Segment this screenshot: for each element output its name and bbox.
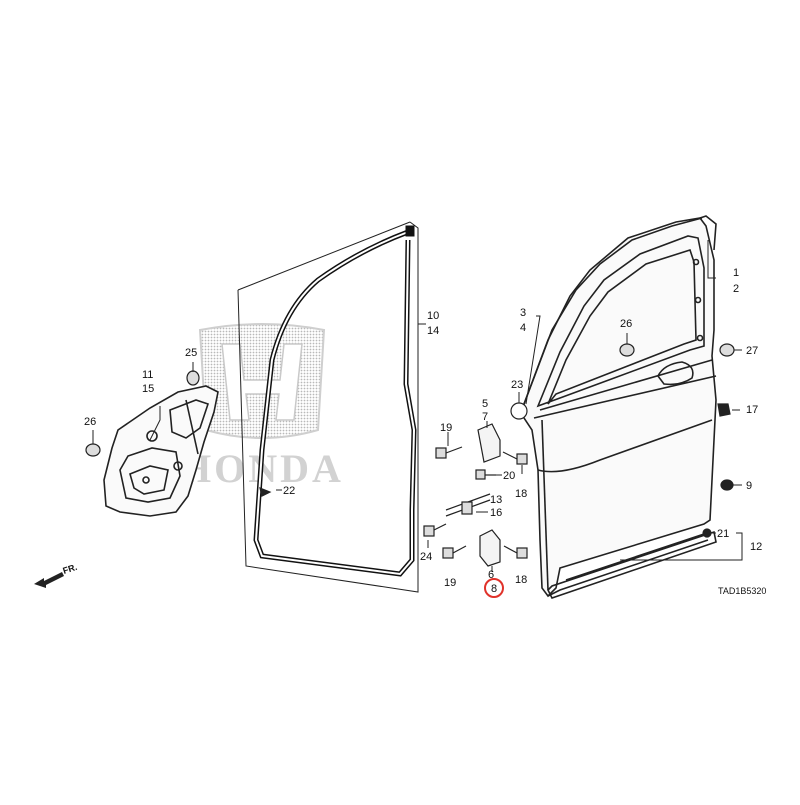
weatherstrip-box — [237, 221, 419, 593]
callout-23: 23 — [511, 379, 523, 391]
highlighted-part-8[interactable]: 8 — [484, 578, 504, 598]
callout-19-top: 19 — [440, 422, 452, 434]
front-direction-indicator: FR. — [34, 562, 78, 588]
callout-24: 24 — [420, 551, 432, 563]
callout-22: 22 — [283, 485, 295, 497]
door-weatherstrip — [253, 225, 417, 577]
fasteners-and-parts — [85, 343, 735, 567]
callout-14: 14 — [427, 325, 439, 337]
callout-18-top: 18 — [515, 488, 527, 500]
callout-8[interactable]: 8 — [491, 583, 497, 595]
callout-13: 13 — [490, 494, 502, 506]
callout-12: 12 — [750, 541, 762, 553]
callout-25: 25 — [185, 347, 197, 359]
callout-27: 27 — [746, 345, 758, 357]
callout-2: 2 — [733, 283, 739, 295]
inner-door-panel — [103, 385, 219, 517]
callout-6: 6 — [488, 569, 494, 581]
front-arrow-icon — [34, 572, 64, 588]
callout-4: 4 — [520, 322, 526, 334]
callout-labels: 1 2 3 4 5 7 17 9 27 26 23 10 14 11 15 25… — [84, 267, 762, 589]
callout-9: 9 — [746, 480, 752, 492]
leader-lines — [92, 240, 743, 572]
callout-20: 20 — [503, 470, 515, 482]
callout-1: 1 — [733, 267, 739, 279]
highlight-ring — [484, 578, 504, 598]
callout-11: 11 — [142, 369, 153, 381]
callout-16: 16 — [490, 507, 502, 519]
front-door — [517, 215, 717, 599]
diagram-code: TAD1B5320 — [718, 586, 766, 596]
callout-3: 3 — [520, 307, 526, 319]
callout-21: 21 — [717, 528, 729, 540]
callout-17: 17 — [746, 404, 758, 416]
callout-10: 10 — [427, 310, 439, 322]
callout-7: 7 — [482, 411, 488, 423]
callout-26-right: 26 — [620, 318, 632, 330]
callout-5: 5 — [482, 398, 488, 410]
front-indicator-label: FR. — [62, 562, 79, 576]
callout-15: 15 — [142, 383, 154, 395]
callout-19-bottom: 19 — [444, 577, 456, 589]
honda-watermark-logo: HONDA — [180, 323, 341, 491]
callout-26-left: 26 — [84, 416, 96, 428]
callout-18-bottom: 18 — [515, 574, 527, 586]
